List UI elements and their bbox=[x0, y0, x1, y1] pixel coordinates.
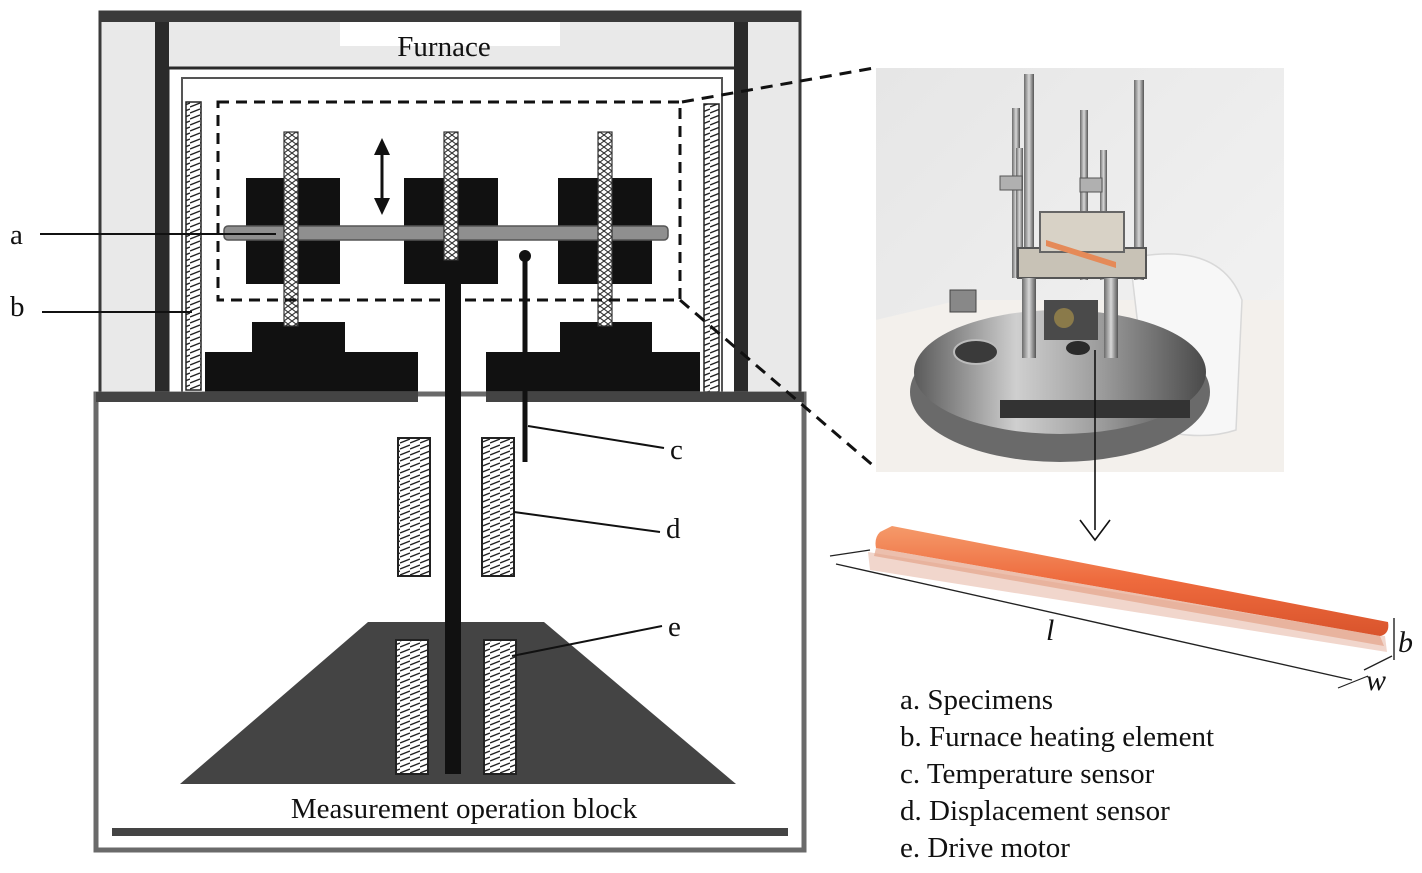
dim-length-line bbox=[835, 563, 1353, 681]
push-rod bbox=[445, 262, 461, 774]
motor-coil-left bbox=[395, 639, 429, 775]
displacement-coil-right bbox=[481, 437, 515, 577]
dim-length-tick-left bbox=[829, 549, 871, 557]
callout-label-a: a bbox=[10, 219, 23, 251]
displacement-coil-left bbox=[397, 437, 431, 577]
support-left bbox=[205, 322, 418, 392]
motor-coil-right bbox=[483, 639, 517, 775]
dim-width-label: w bbox=[1366, 664, 1386, 697]
dim-thickness-label: b bbox=[1398, 626, 1413, 659]
specimen-strip bbox=[868, 526, 1389, 652]
callout-line-c bbox=[527, 425, 665, 449]
heating-element-right bbox=[703, 103, 720, 393]
dim-width-line bbox=[1363, 655, 1393, 671]
legend-item-drive-motor: e. Drive motor bbox=[900, 832, 1070, 864]
block-title: Measurement operation block bbox=[291, 793, 638, 825]
temperature-sensor-tip bbox=[519, 250, 531, 262]
support-right bbox=[486, 322, 700, 392]
legend-item-heating-element: b. Furnace heating element bbox=[900, 721, 1215, 753]
zoom-line-bottom bbox=[679, 298, 877, 470]
callout-label-d: d bbox=[666, 513, 681, 545]
vertical-motion-arrow bbox=[374, 138, 390, 215]
rod-center bbox=[443, 131, 459, 261]
legend-item-displacement-sensor: d. Displacement sensor bbox=[900, 795, 1170, 827]
heating-element-left bbox=[185, 101, 202, 391]
rod-right bbox=[597, 131, 613, 327]
callout-line-e bbox=[511, 625, 663, 657]
legend: a. Specimens b. Furnace heating element … bbox=[900, 682, 1214, 867]
legend-item-temperature-sensor: c. Temperature sensor bbox=[900, 758, 1155, 790]
callout-label-c: c bbox=[670, 434, 683, 466]
zoom-line-top bbox=[681, 66, 875, 104]
dim-length-label: l bbox=[1046, 614, 1054, 647]
callout-label-e: e bbox=[668, 611, 681, 643]
holder-photo bbox=[876, 68, 1284, 472]
rod-left bbox=[283, 131, 299, 327]
dim-length-tick-right bbox=[1337, 675, 1369, 689]
legend-item-specimens: a. Specimens bbox=[900, 684, 1054, 716]
furnace-title: Furnace bbox=[397, 31, 490, 63]
callout-label-b: b bbox=[10, 291, 25, 323]
callout-line-d bbox=[513, 511, 661, 533]
